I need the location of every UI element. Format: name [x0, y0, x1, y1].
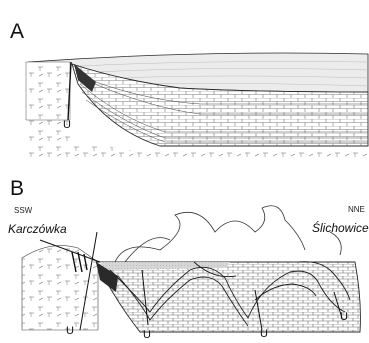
panel-b-fault-label-1: U: [66, 325, 74, 337]
panel-b: B SSW NNE Karczówka Ślichowice: [8, 177, 369, 341]
panel-a-letter: A: [10, 20, 24, 43]
panel-b-fault-label-2: U: [143, 329, 151, 341]
panel-b-left-hill: [22, 246, 98, 330]
panel-b-eroded-fold-traces: [115, 206, 341, 262]
panel-b-place-right: Ślichowice: [312, 220, 369, 235]
panel-b-fault-label-4: U: [340, 311, 348, 323]
panel-b-letter: B: [10, 177, 24, 200]
panel-a-basement-block: [26, 62, 70, 120]
panel-b-fault-label-3: U: [260, 328, 268, 340]
panel-b-direction-right: NNE: [348, 205, 365, 214]
panel-a: A U: [10, 20, 368, 160]
panel-b-direction-left: SSW: [14, 206, 33, 215]
panel-b-place-left: Karczówka: [8, 222, 67, 236]
panel-a-fault-label: U: [63, 119, 71, 131]
